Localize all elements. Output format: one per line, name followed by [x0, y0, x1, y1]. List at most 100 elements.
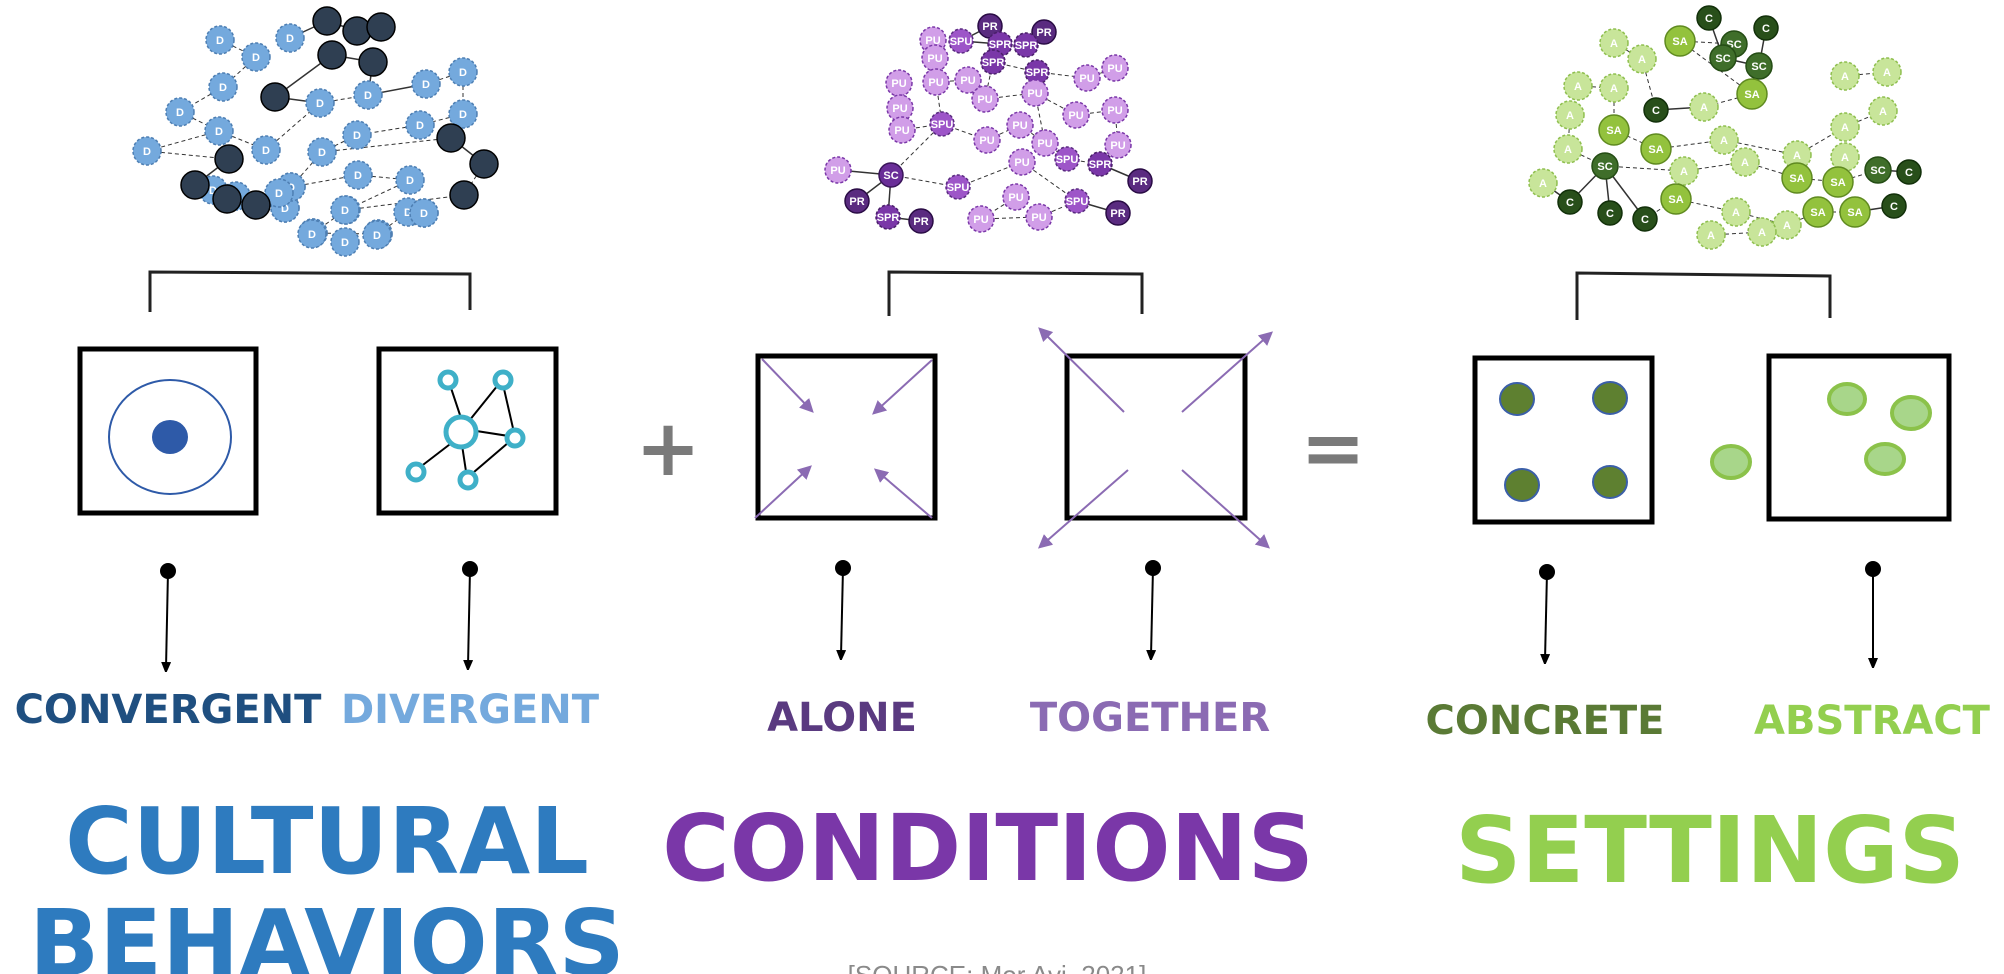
- network-edge: [1613, 42, 1643, 60]
- network-node: A: [1555, 100, 1585, 130]
- network-node: D: [411, 69, 441, 99]
- network-node-label: SPU: [1066, 196, 1089, 208]
- network-node-label: C: [1641, 214, 1649, 226]
- network-node-label: A: [1564, 144, 1572, 156]
- network-node-label: PU: [1110, 140, 1125, 152]
- network-node: D: [205, 25, 235, 55]
- network-node: D: [395, 165, 425, 195]
- network-node-label: SPR: [1026, 67, 1049, 79]
- network-node: [214, 144, 244, 174]
- network-node: D: [448, 99, 478, 129]
- network-node: PU: [922, 68, 950, 96]
- network-node-label: D: [262, 145, 270, 157]
- network-node-label: D: [341, 205, 349, 217]
- network-node: PR: [908, 208, 934, 234]
- network-node: SC: [1591, 152, 1619, 180]
- network-node-label: PU: [1107, 105, 1122, 117]
- network-node: A: [1627, 44, 1657, 74]
- network-node-label: PU: [891, 78, 906, 90]
- network-node-label: A: [1610, 83, 1618, 95]
- network-node: D: [264, 178, 294, 208]
- network-node: D: [409, 198, 439, 228]
- network-node: SPR: [1024, 59, 1050, 85]
- network-node-label: A: [1879, 106, 1887, 118]
- network-node: A: [1868, 96, 1898, 126]
- network-node: SA: [1640, 133, 1672, 165]
- network-node: D: [165, 97, 195, 127]
- network-node-label: PR: [849, 196, 864, 208]
- network-edge: [890, 123, 943, 176]
- network-node-label: C: [1705, 13, 1713, 25]
- network-node: A: [1553, 134, 1583, 164]
- concrete-box: [1472, 355, 1655, 525]
- network-node: A: [1689, 92, 1719, 122]
- network-node: SA: [1598, 114, 1630, 146]
- network-node-label: A: [1610, 38, 1618, 50]
- network-node-label: D: [459, 67, 467, 79]
- network-node-label: SPR: [1015, 40, 1038, 52]
- network-node-label: D: [353, 130, 361, 142]
- network-node: D: [405, 110, 435, 140]
- network-node: SPR: [1087, 151, 1113, 177]
- network-node-label: PR: [1110, 208, 1125, 220]
- network-node: PR: [1127, 168, 1153, 194]
- network-node: D: [343, 160, 373, 190]
- network-node: SPR: [980, 49, 1006, 75]
- cultural-network: DDDDDDDDDDDDDDDDDDDDDDDDDDDDDDDDDDDDD: [132, 6, 499, 257]
- network-node: A: [1669, 156, 1699, 186]
- network-node-label: D: [252, 52, 260, 64]
- network-node-label: PU: [1012, 120, 1027, 132]
- network-node: SA: [1660, 183, 1692, 215]
- equals-operator: =: [1300, 404, 1365, 494]
- network-node-label: C: [1566, 197, 1574, 209]
- network-node: A: [1599, 73, 1629, 103]
- network-node-label: PU: [960, 75, 975, 87]
- network-node: PU: [1021, 79, 1049, 107]
- network-node: PU: [824, 156, 852, 184]
- network-node-label: C: [1890, 201, 1898, 213]
- network-node: D: [275, 23, 305, 53]
- settings-bracket: [1575, 271, 1832, 320]
- network-node-label: PU: [1107, 63, 1122, 75]
- network-node-label: SPU: [1056, 154, 1079, 166]
- network-node-label: A: [1732, 207, 1740, 219]
- network-node: [241, 190, 271, 220]
- network-node-label: SC: [1715, 53, 1730, 65]
- network-node: A: [1872, 57, 1902, 87]
- network-node-label: D: [404, 207, 412, 219]
- network-node-label: D: [275, 188, 283, 200]
- network-node: [317, 40, 347, 70]
- network-node-label: SC: [1751, 61, 1766, 73]
- network-node: PR: [1031, 19, 1057, 45]
- network-node: D: [330, 195, 360, 225]
- network-node: A: [1772, 210, 1802, 240]
- network-node: PR: [1105, 200, 1131, 226]
- network-node-label: A: [1566, 110, 1574, 122]
- network-node: PU: [921, 44, 949, 72]
- label-abstract: ABSTRACT: [1754, 698, 1991, 744]
- title-settings: SETTINGS: [1455, 797, 1965, 904]
- network-node-label: SA: [1606, 125, 1621, 137]
- network-node: D: [132, 136, 162, 166]
- label-concrete: CONCRETE: [1426, 698, 1665, 744]
- network-node: SC: [1864, 156, 1892, 184]
- network-node-label: D: [406, 175, 414, 187]
- network-node-label: A: [1638, 54, 1646, 66]
- network-node: SPR: [875, 204, 901, 230]
- network-node: SPU: [945, 174, 971, 200]
- network-node-label: PU: [1037, 138, 1052, 150]
- network-node: PU: [973, 126, 1001, 154]
- together-box: [1037, 327, 1273, 549]
- network-node: PU: [1104, 131, 1132, 159]
- network-node: PU: [885, 69, 913, 97]
- network-node: SA: [1781, 162, 1813, 194]
- network-node-label: SA: [1789, 173, 1804, 185]
- network-node: PU: [1031, 129, 1059, 157]
- network-node-label: PU: [979, 135, 994, 147]
- network-node: SA: [1822, 166, 1854, 198]
- network-node: PU: [1101, 96, 1129, 124]
- network-node: PU: [1073, 64, 1101, 92]
- network-node: SPU: [948, 28, 974, 54]
- network-node-label: A: [1720, 135, 1728, 147]
- network-node: SA: [1664, 25, 1696, 57]
